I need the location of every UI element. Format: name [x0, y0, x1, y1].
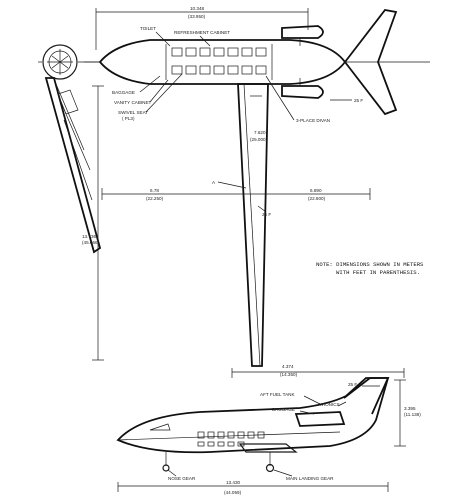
side-callouts: 25 F AFT FUEL TANK AVIONICS BAGGAGE NOSE… [167, 382, 357, 481]
divan-label: 3-PLACE DIVAN [296, 118, 330, 123]
wing-sweep: 25 F [262, 212, 271, 217]
height-dimension: 4.374 (14.350) [231, 364, 405, 378]
tail-dim-value: 3.395 [404, 406, 416, 411]
height-dim-value-ft: (14.350) [280, 372, 298, 377]
side-sweep: 25 F [348, 382, 357, 387]
side-view: 4.374 (14.350) [116, 364, 421, 495]
right-dim-value-ft: (22.600) [308, 196, 326, 201]
section-mark: A [212, 180, 216, 185]
swivel-seat-label: SWIVEL SEAT [118, 110, 148, 115]
right-dim-value: 6.890 [310, 188, 322, 193]
dimension-note: NOTE: DIMENSIONS SHOWN IN METERS WITH FE… [316, 261, 424, 276]
engine-nacelles [281, 25, 324, 99]
cabin-seats-upper [171, 47, 267, 57]
toilet-label: TOILET [140, 26, 156, 31]
span-dim-value: 10.348 [190, 6, 204, 11]
sweep-angle-callouts: 25 F 25 F [257, 98, 363, 217]
wing-station-dimension: 6.78 (22.250) 6.890 (22.600) A [101, 180, 371, 201]
tail-dim-value-ft: (11.138) [404, 412, 421, 417]
tail-sweep: 25 F [354, 98, 363, 103]
tail-dimension: 3.395 (11.138) [394, 379, 421, 447]
cabin-callouts: TOILET REFRESHMENT CABINET BAGGAGE VANIT… [112, 26, 330, 123]
aft-fuel-tank-label: AFT FUEL TANK [260, 392, 295, 397]
refreshment-cabinet-label: REFRESHMENT CABINET [174, 30, 230, 35]
fuselage-side-profile [116, 377, 390, 454]
wingspan-dim-value: 13.736 [82, 234, 96, 239]
landing-gear [162, 452, 275, 473]
length-dim-value-ft: (44.059) [224, 490, 242, 495]
horizontal-tail [343, 9, 430, 116]
wingspan-dim-value-ft: (45.066) [82, 240, 100, 245]
note-line-1: NOTE: DIMENSIONS SHOWN IN METERS [316, 261, 424, 268]
left-wing-panel [44, 77, 102, 254]
nose-gear-label: NOSE GEAR [168, 476, 196, 481]
fuselage-plan [84, 39, 347, 85]
span-dimension-top: 10.348 (33.950) [95, 6, 309, 50]
length-dim-value: 13.430 [226, 480, 240, 485]
span-dim-value-ft: (33.950) [188, 14, 206, 19]
avionics-label: AVIONICS [318, 402, 340, 407]
wingspan-dimension: 13.736 (45.066) [82, 85, 104, 361]
vanity-cabinet-label: VANITY CABINET [114, 100, 152, 105]
cabin-seats-lower [171, 65, 267, 75]
length-dimension: 13.430 (44.059) [117, 480, 389, 495]
plan-view: 10.348 (33.950) [38, 6, 430, 367]
left-dim-value: 6.78 [150, 188, 159, 193]
center-dim-value-ft: (25.000) [250, 137, 268, 142]
main-wing [237, 83, 269, 367]
swivel-seat-qty: ( PL3) [122, 116, 135, 121]
height-dim-value: 4.374 [282, 364, 294, 369]
wing-chord-dimension: 7.620 (25.000) [250, 130, 268, 142]
side-baggage-label: BAGGAGE [272, 407, 295, 412]
left-dim-value-ft: (22.250) [146, 196, 164, 201]
main-landing-gear-label: MAIN LANDING GEAR [286, 476, 334, 481]
center-dim-value: 7.620 [254, 130, 266, 135]
note-line-2: WITH FEET IN PARENTHESIS. [336, 269, 420, 276]
baggage-label: BAGGAGE [112, 90, 135, 95]
